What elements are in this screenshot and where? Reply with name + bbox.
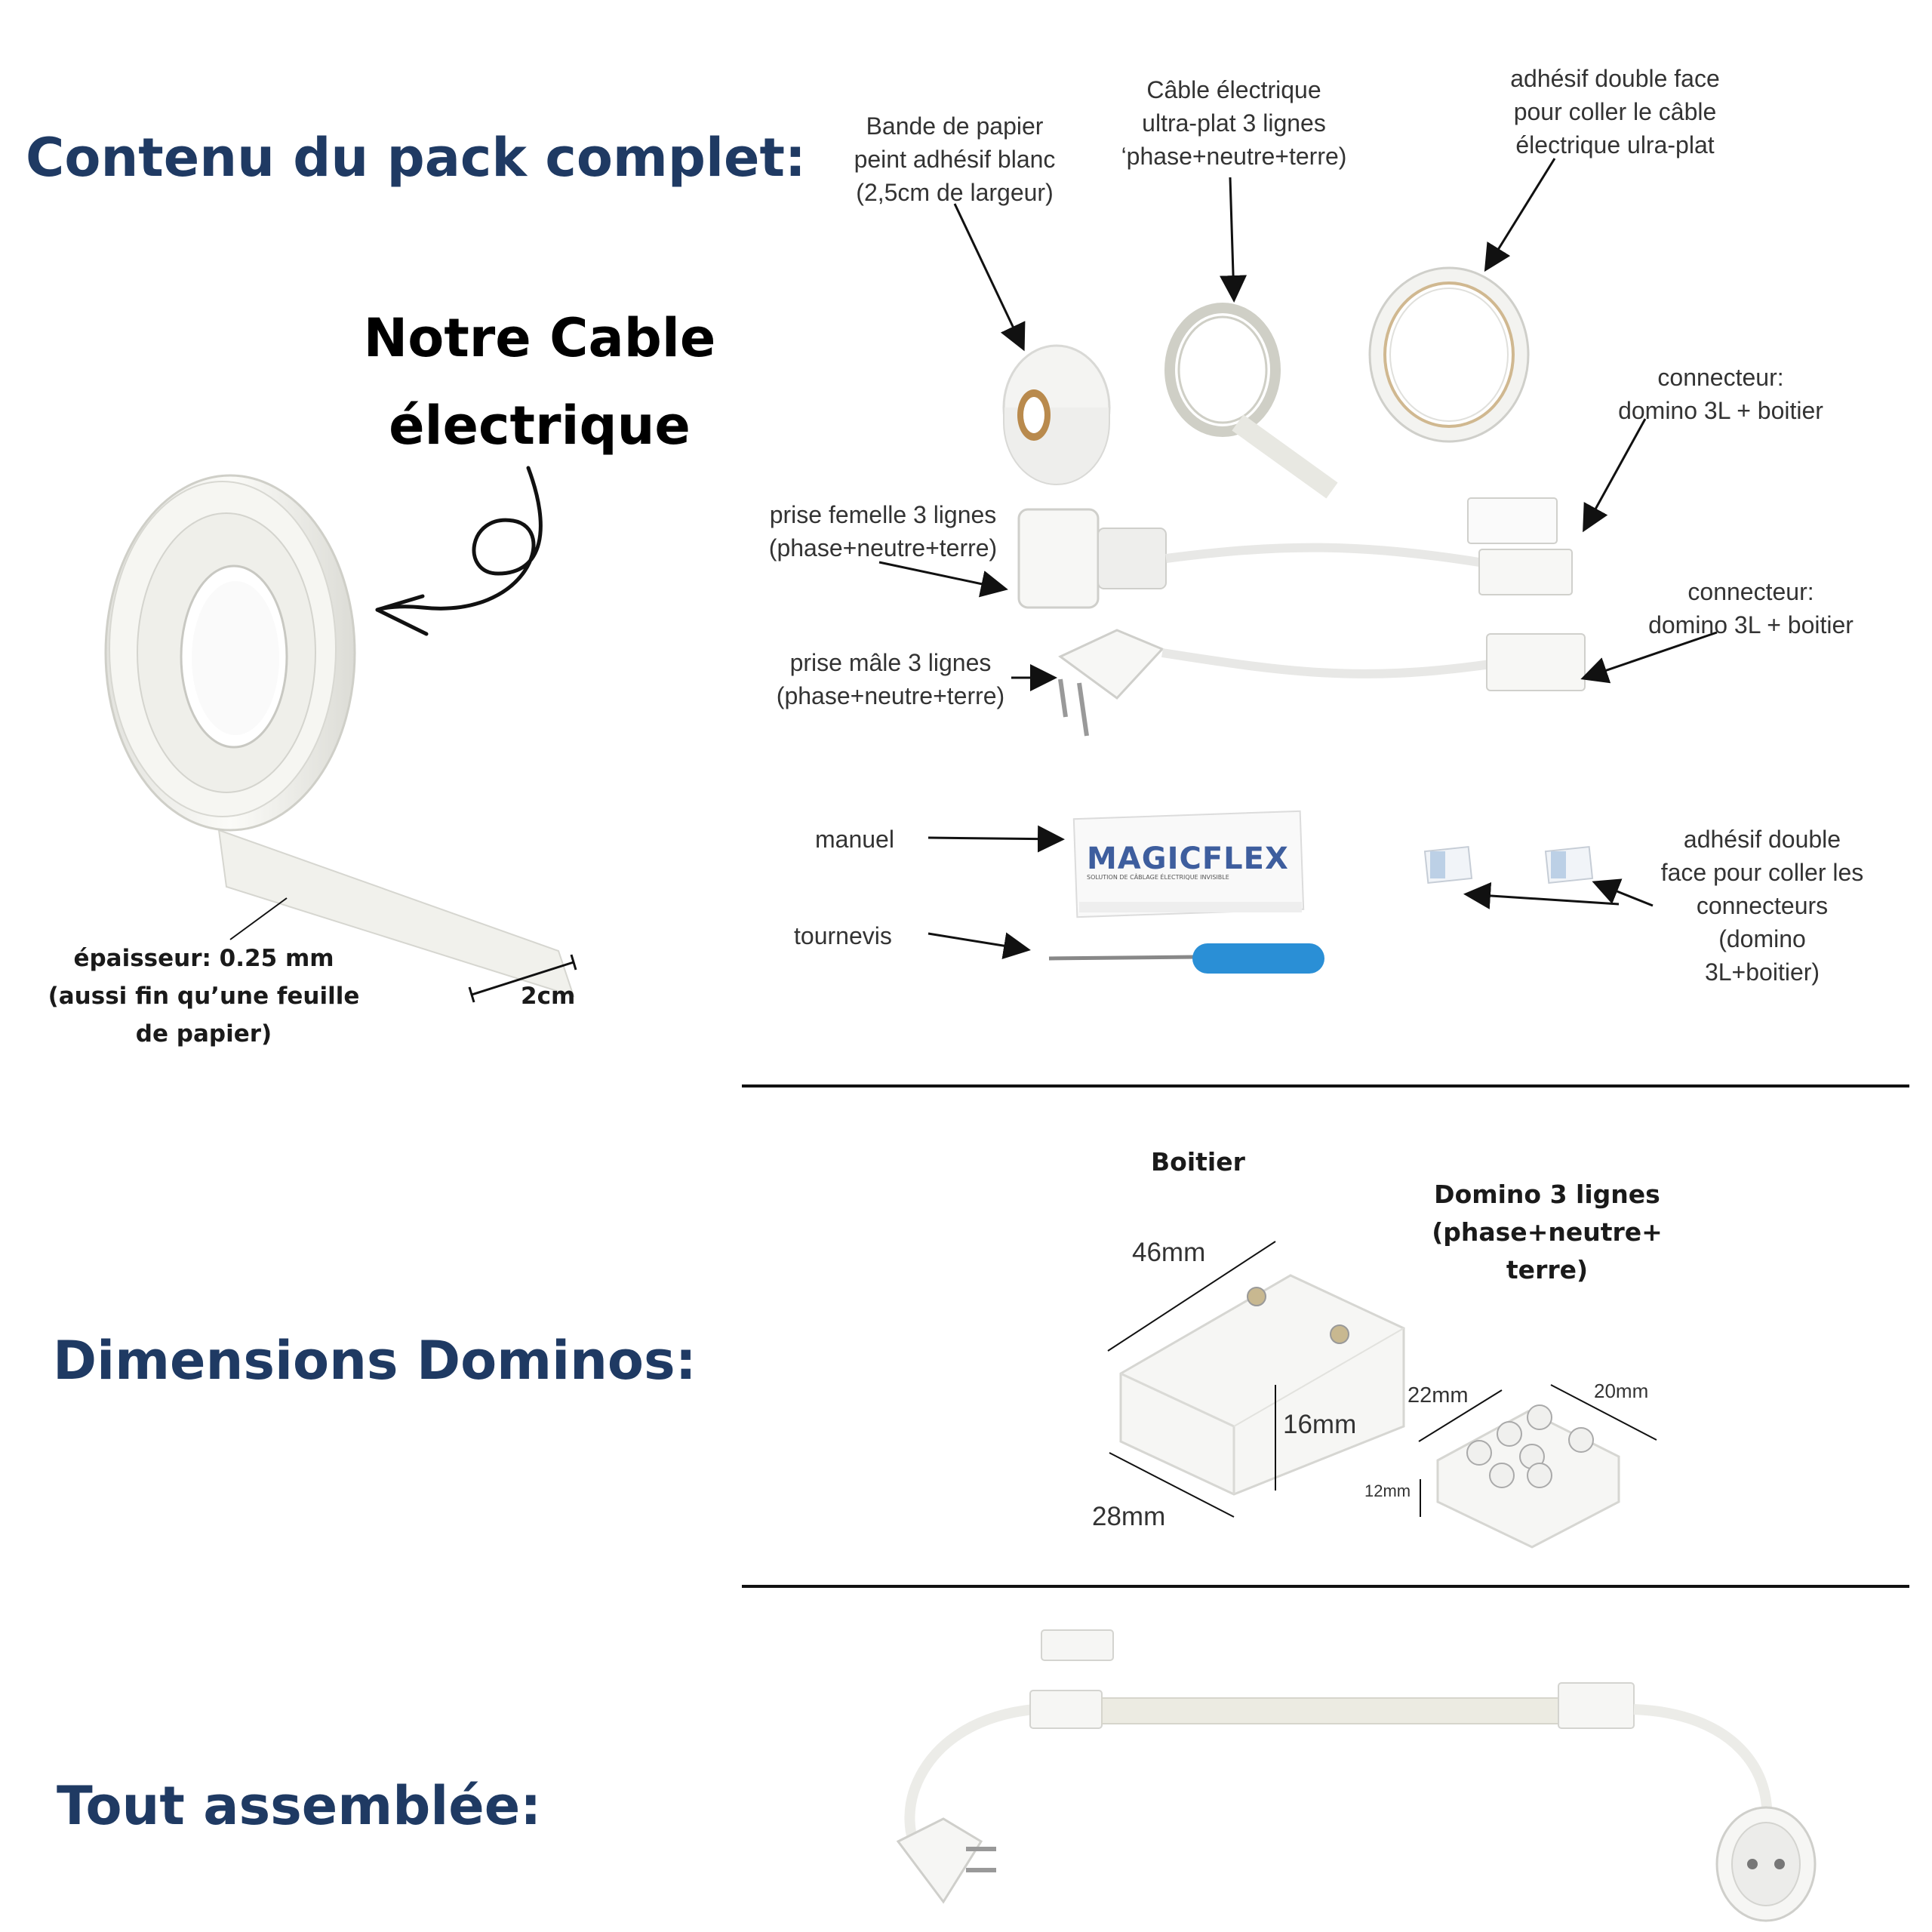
cable-heading: Notre Cable électrique	[340, 294, 740, 469]
domino-title-line3: terre)	[1506, 1255, 1589, 1284]
flat-cable-coil-image	[1164, 303, 1338, 499]
connector-2-label: connecteur: domino 3L + boitier	[1615, 575, 1887, 641]
double-tape-label: adhésif double face pour coller le câble…	[1464, 62, 1766, 162]
domino-title-line1: Domino 3 lignes	[1434, 1180, 1660, 1209]
adhesive-pads-image	[1423, 845, 1594, 884]
cable-heading-line2: électrique	[389, 395, 691, 457]
section-divider-2	[742, 1585, 1909, 1588]
thickness-line2: (aussi fin qu’une feuille	[48, 983, 360, 1010]
connector-tape-line5: 3L+boitier)	[1704, 958, 1820, 986]
domino-height-label: 12mm	[1364, 1481, 1411, 1500]
female-plug-image	[1017, 497, 1573, 609]
male-plug-line2: (phase+neutre+terre)	[776, 682, 1005, 709]
double-tape-line2: pour coller le câble	[1513, 98, 1717, 125]
screwdriver-label: tournevis	[794, 922, 892, 949]
paper-band-line2: peint adhésif blanc	[854, 146, 1056, 173]
connector-tape-line4: (domino	[1718, 925, 1806, 952]
boitier-length-label: 46mm	[1132, 1238, 1206, 1267]
manual-brand: MAGICFLEX	[1087, 841, 1289, 876]
section-divider-1	[742, 1084, 1909, 1088]
thickness-line1: épaisseur: 0.25 mm	[73, 945, 334, 972]
domino-image	[1436, 1404, 1620, 1549]
assembled-kit-image	[896, 1629, 1817, 1922]
domino-width-label: 20mm	[1594, 1380, 1649, 1402]
cable-roll-image	[104, 474, 575, 998]
boitier-width-label: 28mm	[1092, 1502, 1166, 1531]
double-tape-roll-image	[1368, 266, 1530, 443]
connector-2-line1: connecteur:	[1687, 578, 1814, 605]
paper-band-line1: Bande de papier	[866, 112, 1044, 140]
double-tape-line1: adhésif double face	[1510, 65, 1720, 92]
screwdriver-image	[1048, 943, 1324, 974]
paper-band-label: Bande de papier peint adhésif blanc (2,5…	[815, 109, 1094, 209]
male-plug-label: prise mâle 3 lignes (phase+neutre+terre)	[762, 646, 1019, 712]
manual-image	[1072, 810, 1305, 918]
connector-2-line2: domino 3L + boitier	[1648, 611, 1854, 638]
curly-arrow-icon	[375, 466, 543, 636]
female-plug-label: prise femelle 3 lignes (phase+neutre+ter…	[747, 498, 1019, 565]
flat-cable-line2: ultra-plat 3 lignes	[1142, 109, 1326, 137]
female-plug-line2: (phase+neutre+terre)	[768, 534, 998, 561]
connector-tape-line1: adhésif double	[1683, 826, 1841, 853]
boitier-height-label: 16mm	[1283, 1410, 1357, 1439]
connector-1-line2: domino 3L + boitier	[1618, 397, 1823, 424]
dimensions-heading: Dimensions Dominos:	[53, 1330, 697, 1392]
boitier-image	[1119, 1274, 1405, 1496]
connector-1-line1: connecteur:	[1657, 364, 1784, 391]
paper-band-line3: (2,5cm de largeur)	[856, 179, 1054, 206]
cable-heading-line1: Notre Cable	[363, 307, 716, 369]
manual-subtitle: SOLUTION DE CÂBLAGE ÉLECTRIQUE INVISIBLE	[1087, 874, 1229, 881]
assembled-heading: Tout assemblée:	[57, 1775, 542, 1837]
male-plug-line1: prise mâle 3 lignes	[789, 649, 992, 676]
female-plug-line1: prise femelle 3 lignes	[769, 501, 997, 528]
thickness-line3: de papier)	[135, 1020, 272, 1048]
domino-length-label: 22mm	[1407, 1383, 1469, 1407]
flat-cable-line1: Câble électrique	[1146, 76, 1321, 103]
domino-title-line2: (phase+neutre+	[1432, 1217, 1663, 1247]
domino-title: Domino 3 lignes (phase+neutre+ terre)	[1419, 1176, 1675, 1289]
thickness-label: épaisseur: 0.25 mm (aussi fin qu’une feu…	[45, 940, 362, 1053]
manual-label: manuel	[815, 826, 894, 853]
connector-tape-label: adhésif double face pour coller les conn…	[1638, 823, 1887, 989]
connector-1-label: connecteur: domino 3L + boitier	[1585, 361, 1857, 427]
cable-width-label: 2cm	[521, 983, 576, 1010]
connector-tape-line2: face pour coller les	[1660, 859, 1864, 886]
connector-tape-line3: connecteurs	[1696, 892, 1829, 919]
boitier-title: Boitier	[1151, 1147, 1245, 1177]
flat-cable-label: Câble électrique ultra-plat 3 lignes ‘ph…	[1091, 73, 1377, 173]
flat-cable-line3: ‘phase+neutre+terre)	[1121, 143, 1347, 170]
male-plug-image	[1058, 629, 1586, 737]
pack-heading: Contenu du pack complet:	[26, 127, 806, 189]
double-tape-line3: électrique ulra-plat	[1515, 131, 1715, 158]
paper-tape-roll-image	[1002, 344, 1111, 485]
